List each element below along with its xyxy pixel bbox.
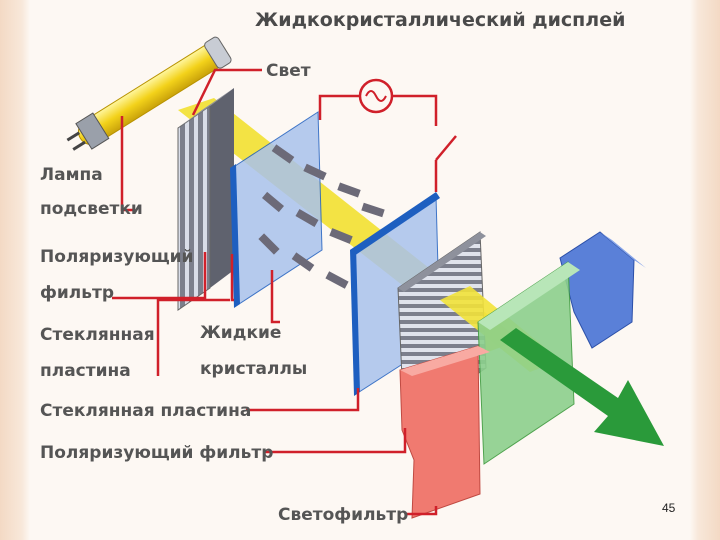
leader-lines	[112, 68, 438, 516]
label-color-filter: Светофильтр	[278, 505, 408, 525]
label-light: Свет	[266, 61, 311, 81]
label-lc-2: кристаллы	[200, 359, 307, 379]
polarizer-1	[177, 88, 234, 311]
backlight-lamp	[66, 36, 232, 151]
label-polarizer1-2: фильтр	[40, 283, 114, 303]
label-lamp-2: подсветки	[40, 199, 143, 219]
color-filter-blue	[559, 231, 646, 349]
diagram-title: Жидкокристаллический дисплей	[255, 9, 625, 31]
label-glass1-1: Стеклянная	[40, 325, 155, 345]
label-lamp-1: Лампа	[40, 165, 103, 185]
color-filter-green	[477, 261, 580, 465]
output-arrow	[500, 328, 664, 446]
label-polarizer1-1: Поляризующий	[40, 247, 193, 267]
label-glass1-2: пластина	[40, 361, 131, 381]
label-polarizer2: Поляризующий фильтр	[40, 443, 273, 463]
label-glass2: Стеклянная пластина	[40, 401, 251, 421]
label-lc-1: Жидкие	[200, 323, 281, 343]
ac-circuit	[318, 94, 457, 192]
liquid-crystals	[258, 144, 385, 289]
color-filter-red	[399, 345, 490, 519]
page-number: 45	[662, 501, 676, 515]
sine-wave-icon	[365, 90, 387, 102]
